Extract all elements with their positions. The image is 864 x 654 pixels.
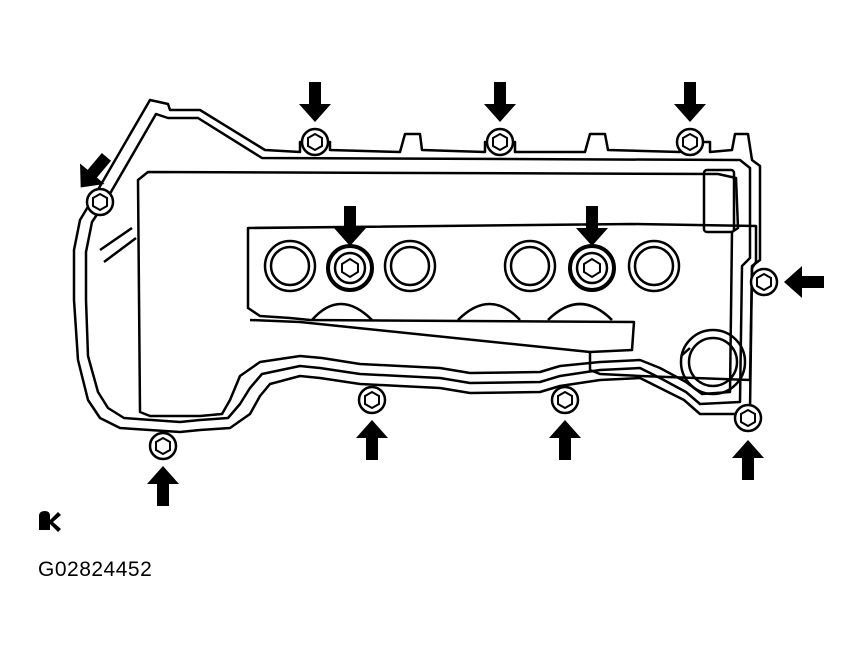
arrow-up-bolt-bottom-2: [356, 420, 388, 460]
bolt-top-3: [675, 127, 705, 157]
arrow-up-bolt-bottom-3: [549, 420, 581, 460]
bolt-right: [749, 267, 779, 297]
arrow-down-center-right: [576, 206, 608, 246]
center-bolt-right: [568, 244, 616, 292]
arrow-left-bolt-right: [784, 266, 824, 298]
figure-code: G02824452: [38, 558, 153, 581]
arrow-down-bolt-top-3: [674, 82, 706, 122]
bolt-top-1: [300, 127, 330, 157]
bolt-bottom-4: [733, 403, 763, 433]
center-bolt-left: [326, 244, 374, 292]
arrow-up-bolt-bottom-4: [732, 440, 764, 480]
hand-tool-symbol-icon: [39, 511, 61, 532]
bolt-bottom-3: [550, 385, 580, 415]
arrow-down-bolt-top-2: [484, 82, 516, 122]
arrow-down-bolt-top-1: [299, 82, 331, 122]
bolt-left: [85, 187, 115, 217]
bolt-top-2: [485, 127, 515, 157]
bolt-bottom-1: [148, 431, 178, 461]
arrow-up-bolt-bottom-1: [147, 466, 179, 506]
bolt-bottom-2: [357, 385, 387, 415]
arrow-diagonal-bolt-left: [80, 153, 112, 188]
cover-outline: [72, 98, 762, 434]
